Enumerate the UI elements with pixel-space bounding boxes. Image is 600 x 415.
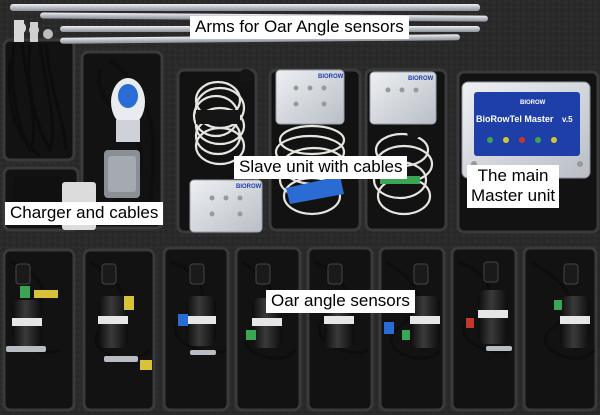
sensor-metal-brackets: [6, 346, 512, 362]
slave-compartment-2: BIOROW: [274, 69, 348, 216]
brand-mark-2: BIOROW: [318, 74, 344, 80]
sensor-connectors: [15, 261, 579, 285]
master-brand-text: BIOROW: [520, 100, 546, 106]
oar-angle-sensors: [6, 260, 596, 370]
sensor-label-bands: [12, 310, 590, 326]
brand-mark-3: BIOROW: [408, 76, 434, 82]
label-charger: Charger and cables: [5, 202, 164, 225]
master-unit: BioRowTel Master v.5 BIOROW: [461, 81, 591, 179]
label-slave-unit: Slave unit with cables: [234, 156, 408, 179]
brand-mark: BIOROW: [236, 184, 262, 190]
slave-compartment-3: BIOROW: [369, 71, 437, 216]
master-plate-text: BioRowTel Master: [476, 114, 554, 124]
sensor-color-clips: [20, 286, 562, 370]
slave-compartment-1: BIOROW: [189, 69, 263, 233]
black-cables-top-left: [7, 43, 68, 158]
label-arms: Arms for Oar Angle sensors: [190, 16, 409, 39]
label-oar-sensors: Oar angle sensors: [266, 290, 415, 313]
label-master-line2: Master unit: [471, 186, 556, 205]
label-master-unit: The main Master unit: [467, 165, 560, 208]
label-master-line1: The main: [477, 166, 549, 185]
master-version-text: v.5: [562, 115, 573, 124]
